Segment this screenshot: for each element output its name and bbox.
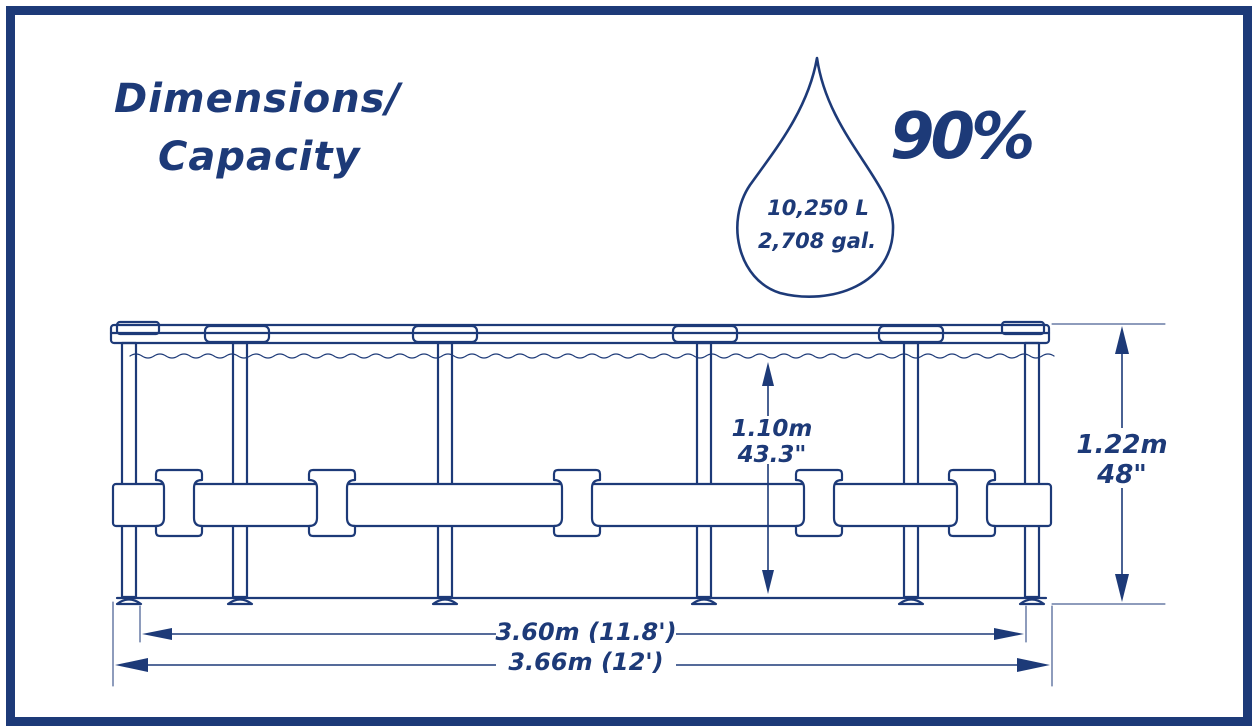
arrowhead-down (762, 570, 774, 594)
top-rail (109, 323, 1051, 345)
water-depth-metric: 1.10m (731, 416, 813, 442)
arrowhead-left (142, 628, 172, 640)
arrowhead-right (994, 628, 1024, 640)
capacity-gallons: 2,708 gal. (757, 229, 877, 253)
capacity-liters: 10,250 L (767, 196, 869, 220)
water-surface-line (129, 353, 1055, 359)
wall-height-imperial: 48" (1097, 460, 1147, 490)
arrowhead-up (1115, 326, 1129, 354)
extension-lines (112, 323, 1166, 687)
water-drop-icon (736, 56, 895, 298)
inner-width-label: 3.60m (11.8') (495, 618, 677, 646)
wall-height-metric: 1.22m (1076, 430, 1168, 460)
outer-width-label: 3.66m (12') (508, 648, 664, 676)
title-line-1: Dimensions/ (114, 76, 402, 122)
belt-strap (947, 468, 997, 538)
fill-percent: 90% (890, 100, 1035, 174)
arrowhead-down (1115, 574, 1129, 602)
belt-strap (794, 468, 844, 538)
pool-legs (120, 341, 1041, 599)
wall-belt (111, 468, 1053, 538)
belt-strap (552, 468, 602, 538)
page-border (6, 6, 1252, 726)
arrowhead-right (1017, 658, 1050, 672)
belt-strap (307, 468, 357, 538)
page-title: Dimensions/ Capacity (114, 70, 401, 186)
water-depth-imperial: 43.3" (737, 442, 807, 468)
title-line-2: Capacity (158, 134, 361, 180)
arrowhead-left (115, 658, 148, 672)
leg-feet (115, 598, 1046, 606)
belt-strap (154, 468, 204, 538)
arrowhead-up (762, 362, 774, 386)
